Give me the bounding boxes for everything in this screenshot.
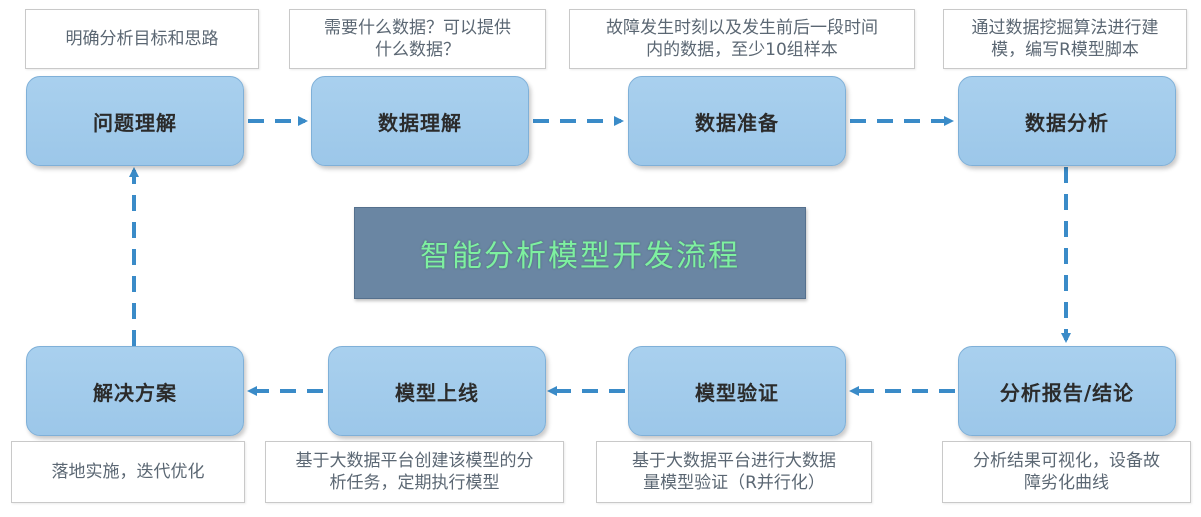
step-data-understanding: 数据理解 <box>311 76 529 166</box>
note-data-understanding: 需要什么数据？可以提供 什么数据？ <box>289 9 546 69</box>
step-analysis-report: 分析报告/结论 <box>958 346 1176 436</box>
step-data-analysis: 数据分析 <box>958 76 1176 166</box>
note-problem-understanding: 明确分析目标和思路 <box>25 9 259 69</box>
step-problem-understanding: 问题理解 <box>26 76 244 166</box>
note-analysis-report: 分析结果可视化，设备故 障劣化曲线 <box>942 441 1191 503</box>
step-model-validation: 模型验证 <box>628 346 846 436</box>
step-solution: 解决方案 <box>26 346 244 436</box>
step-data-preparation: 数据准备 <box>628 76 846 166</box>
step-model-deployment: 模型上线 <box>328 346 546 436</box>
diagram-title: 智能分析模型开发流程 <box>354 207 806 299</box>
note-data-analysis: 通过数据挖掘算法进行建 模，编写R模型脚本 <box>943 9 1187 69</box>
note-model-deployment: 基于大数据平台创建该模型的分 析任务，定期执行模型 <box>265 441 564 503</box>
note-model-validation: 基于大数据平台进行大数据 量模型验证（R并行化） <box>596 441 872 503</box>
note-data-preparation: 故障发生时刻以及发生前后一段时间 内的数据，至少10组样本 <box>569 9 915 69</box>
note-solution: 落地实施，迭代优化 <box>11 441 245 503</box>
